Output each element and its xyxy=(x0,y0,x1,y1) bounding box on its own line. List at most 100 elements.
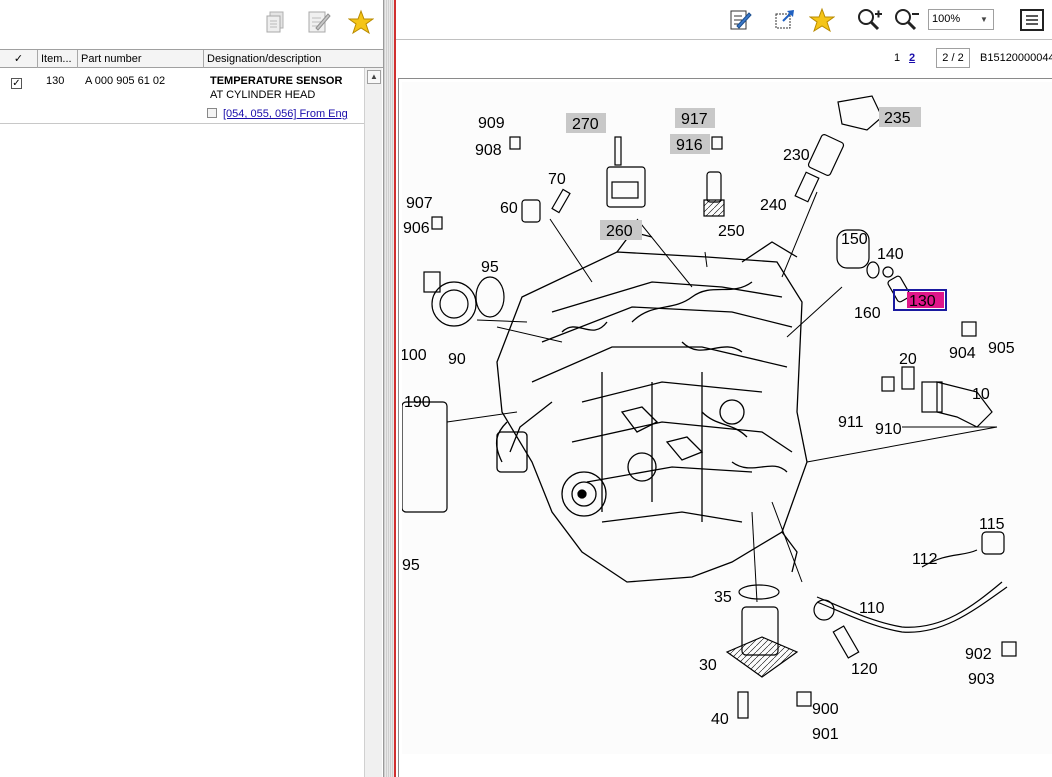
label-240[interactable]: 240 xyxy=(760,197,787,214)
part-labels: 909 908 270 917 916 235 230 70 60 907 90… xyxy=(400,110,1015,743)
label-60[interactable]: 60 xyxy=(500,200,518,217)
table-row[interactable]: ✓ 130 A 000 905 61 02 TEMPERATURE SENSOR… xyxy=(0,68,364,124)
page-counter: 2 / 2 xyxy=(936,48,970,68)
label-95-bottom[interactable]: 95 xyxy=(402,557,420,574)
label-910[interactable]: 910 xyxy=(875,421,902,438)
part-40-bolt xyxy=(737,691,749,719)
favorite-star-icon[interactable] xyxy=(347,8,375,36)
label-20[interactable]: 20 xyxy=(899,351,917,368)
pane-splitter[interactable] xyxy=(383,0,395,777)
zoom-value: 100% xyxy=(932,13,961,25)
part-230-sensor xyxy=(794,134,845,203)
part-908-connector xyxy=(509,136,521,150)
label-917[interactable]: 917 xyxy=(681,111,708,128)
label-110[interactable]: 110 xyxy=(859,600,885,617)
part-35-o-ring xyxy=(738,584,780,600)
label-70[interactable]: 70 xyxy=(548,171,566,188)
label-150[interactable]: 150 xyxy=(841,231,868,248)
part-916-connector xyxy=(711,136,723,150)
description: AT CYLINDER HEAD xyxy=(210,89,316,101)
label-130[interactable]: 130 xyxy=(909,293,936,310)
label-904[interactable]: 904 xyxy=(949,345,976,362)
favorite-star-icon[interactable] xyxy=(808,6,836,34)
document-code: B15120000044 xyxy=(980,52,1052,64)
label-235[interactable]: 235 xyxy=(884,110,911,127)
label-902[interactable]: 902 xyxy=(965,646,992,663)
part-906-connector xyxy=(431,216,443,230)
note-icon xyxy=(207,108,217,118)
label-40[interactable]: 40 xyxy=(711,711,729,728)
label-911[interactable]: 911 xyxy=(838,414,864,431)
label-112[interactable]: 112 xyxy=(912,551,938,568)
footnote-link-row: [054, 055, 056] From Eng xyxy=(207,108,348,120)
part-60-sensor xyxy=(521,199,541,223)
copy-icon[interactable] xyxy=(262,8,290,36)
label-120[interactable]: 120 xyxy=(851,661,878,678)
part-30-thermostat-housing xyxy=(725,606,799,678)
part-910-connector xyxy=(881,376,895,392)
label-250[interactable]: 250 xyxy=(718,223,745,240)
highlighted-part-130[interactable] xyxy=(893,289,947,311)
label-35[interactable]: 35 xyxy=(714,589,732,606)
label-115[interactable]: 115 xyxy=(979,516,1005,533)
part-112-cable-tie xyxy=(921,549,978,568)
part-10-sensor xyxy=(921,381,993,428)
label-903[interactable]: 903 xyxy=(968,671,995,688)
diagram-viewer[interactable]: 909 908 270 917 916 235 230 70 60 907 90… xyxy=(398,78,1052,777)
edit-notes-icon[interactable] xyxy=(726,6,754,34)
label-909[interactable]: 909 xyxy=(478,115,505,132)
exploded-view-canvas: 909 908 270 917 916 235 230 70 60 907 90… xyxy=(400,82,1052,754)
label-907[interactable]: 907 xyxy=(406,195,433,212)
label-905[interactable]: 905 xyxy=(988,340,1015,357)
zoom-out-icon[interactable] xyxy=(893,6,921,34)
label-260[interactable]: 260 xyxy=(606,223,633,240)
part-130-temperature-sensor xyxy=(882,266,911,303)
part-95-o-ring xyxy=(475,276,505,318)
page-link-2[interactable]: 2 xyxy=(909,52,916,64)
col-header-part-number[interactable]: Part number xyxy=(78,50,204,68)
label-901[interactable]: 901 xyxy=(812,726,839,743)
label-190[interactable]: 190 xyxy=(404,394,431,411)
scroll-up-icon[interactable]: ▲ xyxy=(367,70,381,84)
label-916[interactable]: 916 xyxy=(676,137,703,154)
page-link-1[interactable]: 1 xyxy=(894,52,901,64)
label-90[interactable]: 90 xyxy=(448,351,466,368)
edit-list-icon[interactable] xyxy=(305,8,333,36)
label-270[interactable]: 270 xyxy=(572,116,599,133)
row-checkbox[interactable]: ✓ xyxy=(11,78,22,89)
left-toolbar xyxy=(0,0,383,48)
part-number: A 000 905 61 02 xyxy=(85,75,166,87)
zoom-select[interactable]: 100% ▼ xyxy=(928,9,994,30)
label-highlight-boxes xyxy=(566,107,921,240)
part-70-bolt xyxy=(551,188,571,214)
footnote-link[interactable]: [054, 055, 056] From Eng xyxy=(223,108,348,120)
select-area-icon[interactable] xyxy=(771,6,799,34)
parts-table-body: ✓ 130 A 000 905 61 02 TEMPERATURE SENSOR… xyxy=(0,68,364,777)
label-906[interactable]: 906 xyxy=(403,220,430,237)
label-160[interactable]: 160 xyxy=(854,305,881,322)
part-140-seal xyxy=(866,261,880,279)
col-header-designation[interactable]: Designation/description xyxy=(207,53,322,65)
document-icon[interactable] xyxy=(1018,6,1046,34)
item-number: 130 xyxy=(46,75,65,87)
col-header-check[interactable]: ✓ xyxy=(0,50,38,68)
table-scrollbar[interactable]: ▲ xyxy=(364,68,382,777)
label-900[interactable]: 900 xyxy=(812,701,839,718)
engine-block-drawing xyxy=(495,231,808,583)
part-150-gasket xyxy=(836,229,870,269)
label-140[interactable]: 140 xyxy=(877,246,904,263)
engine-parts-diagram: 909 908 270 917 916 235 230 70 60 907 90… xyxy=(400,95,1017,743)
leader-lines xyxy=(446,191,998,603)
label-230[interactable]: 230 xyxy=(783,147,810,164)
label-10[interactable]: 10 xyxy=(972,386,990,403)
zoom-in-icon[interactable] xyxy=(856,6,884,34)
chevron-down-icon[interactable]: ▼ xyxy=(980,15,988,24)
label-95-top[interactable]: 95 xyxy=(481,259,499,276)
part-190-cover xyxy=(401,401,448,513)
label-908[interactable]: 908 xyxy=(475,142,502,159)
part-120-bolt xyxy=(832,625,860,659)
component-sketches xyxy=(401,95,1017,719)
col-header-item[interactable]: Item... xyxy=(38,50,78,68)
label-100[interactable]: 100 xyxy=(400,347,427,364)
label-30[interactable]: 30 xyxy=(699,657,717,674)
